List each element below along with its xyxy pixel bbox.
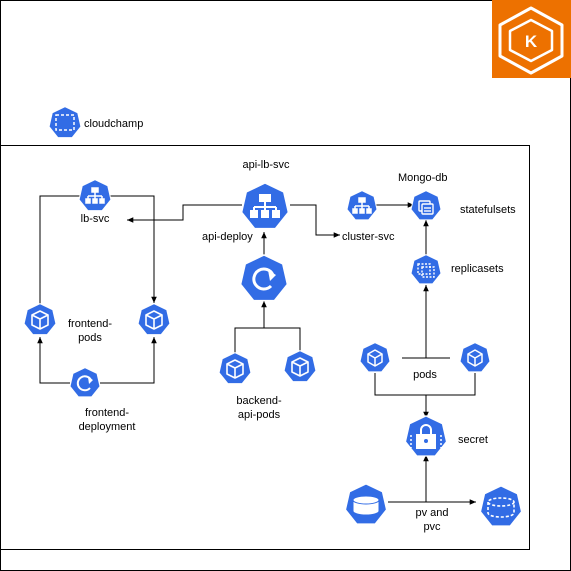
pv-and-pvc-label: pv and pvc [415,507,449,533]
pods-label: pods [413,369,437,381]
eks-letter: K [525,32,538,51]
edge-lbsvc-frontend-right [110,195,157,303]
pod-icon [283,350,317,383]
frontend-deployment-label: frontend- deployment [78,407,136,433]
replicaset-icon [410,254,442,285]
edge-pods-secret [374,373,476,396]
service-icon [78,179,112,212]
secret-icon [404,415,448,457]
edge-deploy-frontend-right [100,337,157,384]
mongo-db-label: Mongo-db [398,172,448,184]
edge-apilb-lbsvc [127,204,242,223]
replicasets-label: replicasets [451,263,504,275]
cluster-svc-label: cluster-svc [342,231,395,243]
pod-icon [359,342,391,373]
backend-api-pods-label: backend- api-pods [236,395,282,421]
pod-icon [23,303,57,336]
persistent-volume-icon [344,483,388,525]
persistent-volume-claim-icon [479,485,523,527]
kubernetes-eks-icon: K [492,0,571,78]
cluster-boundary [0,145,530,550]
deployment-icon [69,367,101,398]
cloudchamp-label: cloudchamp [84,118,144,130]
pod-icon [218,352,252,385]
deployment-icon [239,254,289,302]
edge-deploy-frontend-left [37,337,70,384]
statefulset-icon [410,190,442,221]
service-icon [346,190,378,221]
service-icon [240,182,290,230]
namespace-icon [48,106,82,139]
api-deploy-label: api-deploy [202,231,253,243]
statefulsets-label: statefulsets [460,204,516,216]
frontend-pods-label: frontend- pods [67,318,113,344]
edge-backend-apideploy [234,327,301,353]
secret-label: secret [458,434,488,446]
pod-icon [459,342,491,373]
connectors [37,195,476,505]
edge-lbsvc-frontend-left [39,195,80,305]
lb-svc-label: lb-svc [80,213,110,225]
api-lb-svc-label: api-lb-svc [242,159,290,171]
pod-icon [137,303,171,336]
edge-apilb-clustersvc [290,204,340,238]
